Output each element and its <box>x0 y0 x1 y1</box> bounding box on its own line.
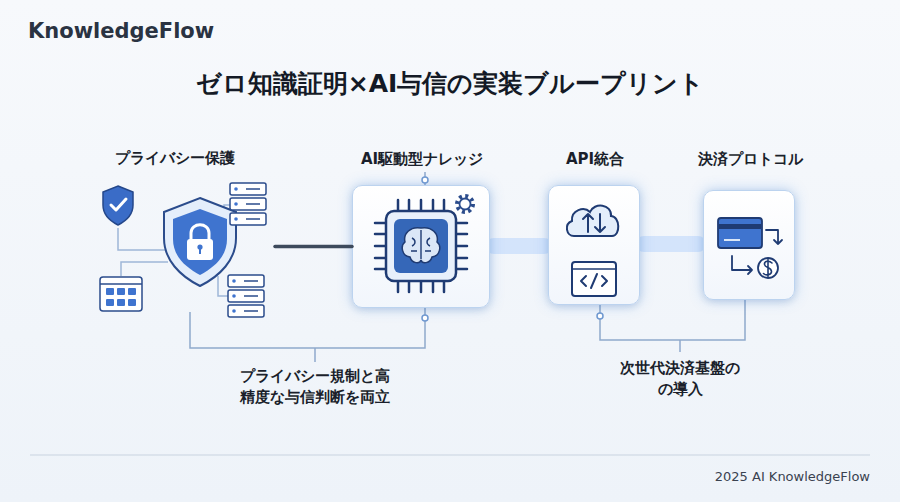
sync-arrows <box>583 214 605 232</box>
footer-note: 2025 AI KnowledgeFlow <box>640 469 870 484</box>
shield-icon <box>164 198 236 286</box>
wire <box>121 262 168 276</box>
connector-line <box>275 245 352 249</box>
footer-rule <box>30 455 870 456</box>
chip-core <box>394 219 448 273</box>
connector-line <box>490 243 548 247</box>
window-bar <box>100 283 142 285</box>
code-window <box>572 262 616 296</box>
server-led <box>234 217 238 221</box>
brain-icon <box>402 228 439 263</box>
server-led <box>234 202 238 206</box>
grid-cell <box>117 288 125 295</box>
currency-symbol <box>764 260 773 277</box>
server-led <box>232 294 236 298</box>
glow-band <box>636 236 706 252</box>
server-unit <box>228 305 264 317</box>
card-icon <box>718 218 762 248</box>
server-unit <box>230 198 266 210</box>
connector-line <box>640 243 703 247</box>
grid-cell <box>106 299 114 306</box>
node-heading: 決済プロトコル <box>698 150 803 169</box>
flow-arrow <box>732 256 752 274</box>
caption-note: 次世代決済基盤の の導入 <box>615 358 745 400</box>
grid-cell <box>128 299 136 306</box>
card-stripe <box>719 224 761 229</box>
brand-logo: KnowledgeFlow <box>28 19 248 43</box>
node-dot <box>422 177 428 183</box>
keyhole <box>197 244 202 249</box>
lock-shackle <box>191 225 209 240</box>
code-symbol <box>581 274 607 288</box>
icon-group: プライバシー保護 <box>95 185 275 310</box>
wire <box>218 276 228 296</box>
bracket-line <box>600 300 745 340</box>
process-box: 決済プロトコル <box>703 190 795 300</box>
server-slot <box>244 281 258 311</box>
brain-folds <box>411 230 431 259</box>
wire <box>224 205 230 214</box>
node-dot <box>422 315 428 321</box>
process-box: API統合 <box>548 185 640 305</box>
server-unit <box>230 213 266 225</box>
shield-icon <box>103 186 133 225</box>
grid-cell <box>128 288 136 295</box>
diagram-title: ゼロ知識証明×AI与信の実装ブループリント <box>0 67 900 100</box>
server-led <box>232 309 236 313</box>
bracket-stem <box>314 348 316 362</box>
process-box: AI駆動型ナレッジ <box>352 185 490 308</box>
server-led <box>234 187 238 191</box>
grid-cell <box>117 299 125 306</box>
bracket-stem <box>679 340 681 352</box>
node-heading: AI駆動型ナレッジ <box>361 150 483 169</box>
server-unit <box>228 275 264 287</box>
lock-body <box>187 239 213 260</box>
grid-cell <box>106 288 114 295</box>
coin-icon <box>758 258 778 278</box>
server-unit <box>230 183 266 195</box>
node-heading: プライバシー保護 <box>115 149 235 168</box>
server-slot <box>246 189 260 219</box>
flow-arrow <box>766 230 782 244</box>
leader-line <box>424 172 426 185</box>
server-unit <box>228 290 264 302</box>
window-icon <box>100 277 142 311</box>
check-mark <box>111 199 126 210</box>
caption-note: プライバシー規制と高 精度な与信判断を両立 <box>236 366 394 408</box>
wire <box>118 228 168 250</box>
card-line <box>724 239 740 241</box>
gear-teeth <box>457 196 473 212</box>
glow-band <box>486 238 552 254</box>
shield-inner <box>173 209 227 275</box>
gear-icon <box>460 199 471 210</box>
window-bar <box>572 268 616 270</box>
keyhole <box>199 248 201 254</box>
chip-pins <box>375 200 467 292</box>
bracket-line <box>190 308 425 348</box>
node-heading: API統合 <box>566 150 624 169</box>
server-led <box>232 279 236 283</box>
cloud-icon <box>567 206 618 236</box>
node-dot <box>597 313 603 319</box>
chip-icon <box>386 211 456 281</box>
